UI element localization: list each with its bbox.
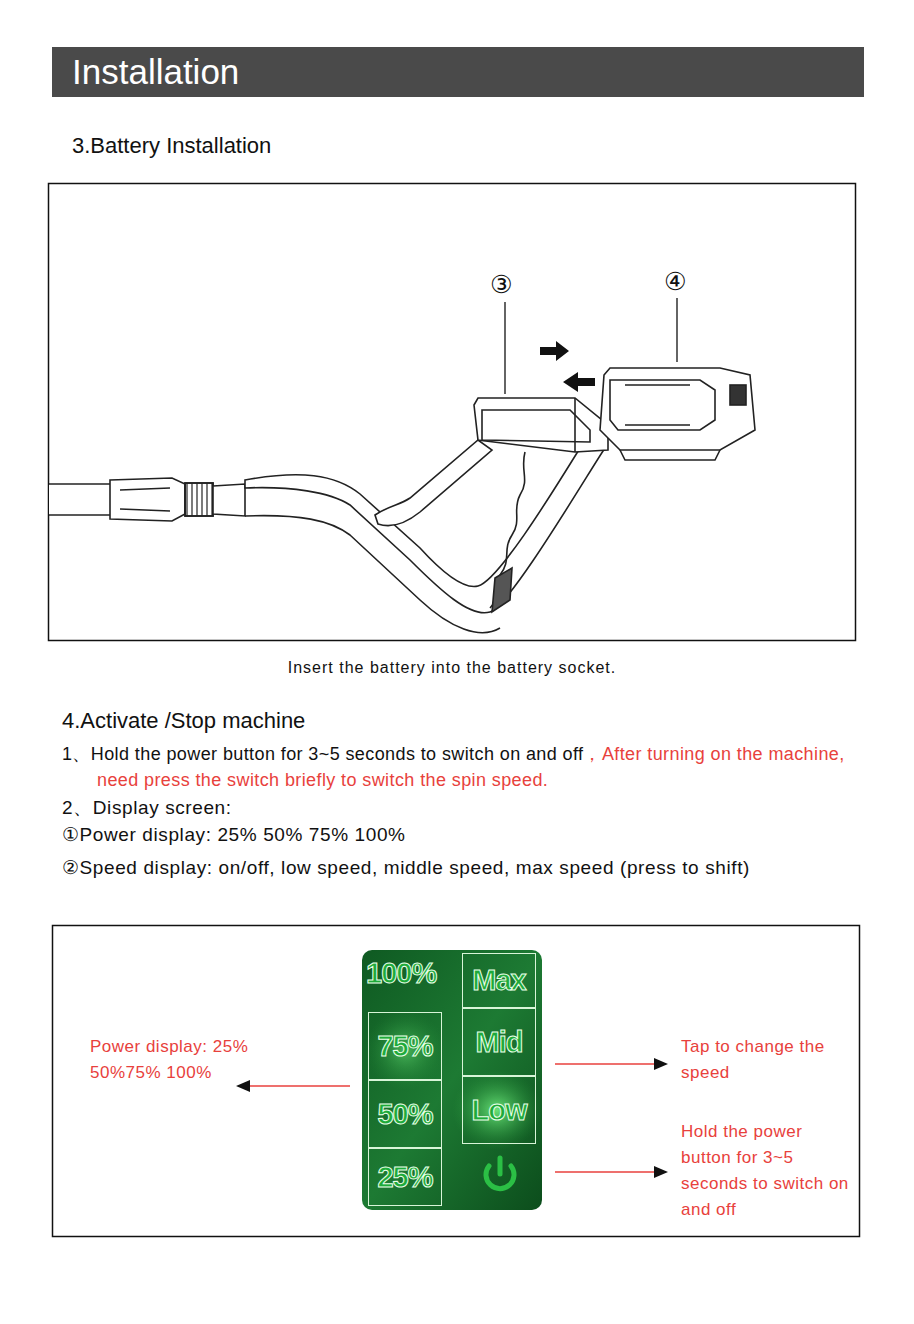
callout-number: ③ [490, 270, 512, 299]
power-icon [486, 1158, 514, 1189]
instruction-text: 1、Hold the power button for 3~5 seconds … [62, 744, 583, 764]
panel-glow [365, 1010, 445, 1090]
cell-text: Mid [476, 1026, 523, 1059]
callout-arrow [236, 1058, 668, 1178]
instruction-line: ②Speed display: on/off, low speed, middl… [62, 855, 752, 881]
cell-text: 25% [377, 1161, 432, 1194]
panel-glow [452, 1070, 542, 1150]
figure-caption: Insert the battery into the battery sock… [48, 657, 856, 679]
display-cell: Mid [462, 1008, 536, 1076]
instruction-paragraph: 1、Hold the power button for 3~5 seconds … [62, 741, 862, 793]
display-cell: Max [462, 953, 536, 1008]
insert-arrow [540, 341, 569, 361]
callout-note: Power display: 25% 50%75% 100% [90, 1034, 260, 1086]
header-bar [52, 47, 864, 97]
cell-text: Max [472, 964, 525, 997]
remove-arrow [563, 372, 595, 392]
display-cell: 25% [368, 1148, 442, 1206]
section-heading: 3.Battery Installation [72, 133, 271, 159]
leader-line [676, 298, 677, 362]
display-cell: Low [462, 1076, 536, 1144]
cell-text: Low [472, 1094, 527, 1127]
cell-text: 50% [377, 1098, 432, 1131]
page-title: Installation [72, 50, 239, 94]
wand-tube [49, 368, 755, 633]
cell-text: 75% [377, 1030, 432, 1063]
callout-note: Hold the power button for 3~5 seconds to… [681, 1119, 856, 1223]
instruction-line: 2、Display screen: [62, 795, 862, 821]
display-text: 100% [366, 957, 436, 990]
figure-frame [53, 926, 860, 1237]
callout-number: ④ [664, 267, 686, 296]
instruction-line: ①Power display: 25% 50% 75% 100% [62, 822, 862, 848]
figure-frame [49, 184, 856, 641]
callout-note: Tap to change the speed [681, 1034, 851, 1086]
display-cell: 50% [368, 1080, 442, 1148]
leader-line [504, 302, 505, 394]
display-cell: 75% [368, 1012, 442, 1080]
section-heading: 4.Activate /Stop machine [62, 708, 305, 734]
display-panel [362, 950, 542, 1210]
